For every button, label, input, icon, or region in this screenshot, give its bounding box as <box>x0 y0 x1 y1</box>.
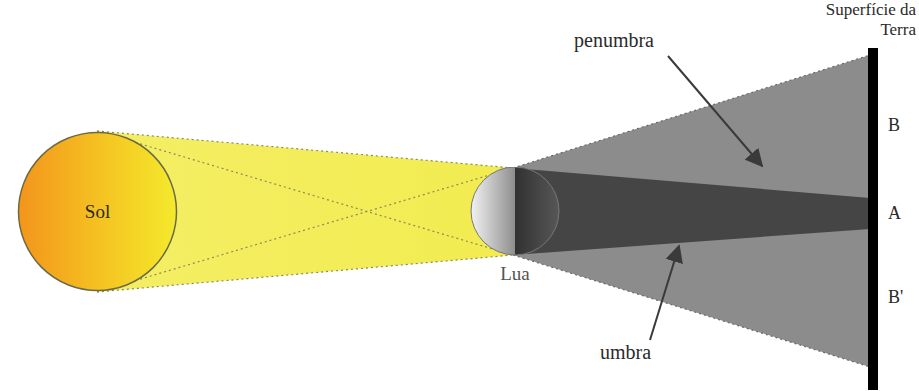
sun-label: Sol <box>85 201 110 223</box>
earth-surface-bar <box>868 48 878 390</box>
penumbra-edges <box>513 55 870 367</box>
penumbra-leader <box>668 56 762 166</box>
point-label: B' <box>888 287 903 309</box>
moon-label: Lua <box>500 263 530 285</box>
umbra-leader <box>650 246 679 340</box>
earth-surface-label: Superfície da Terra <box>812 0 916 41</box>
point-label: A <box>888 203 901 225</box>
penumbra-region <box>513 55 870 367</box>
moon-circle: Lua <box>468 167 562 289</box>
point-label: B <box>888 115 900 137</box>
umbra-label: umbra <box>600 340 651 364</box>
umbra-region <box>513 168 870 255</box>
sun-circle: Sol <box>17 131 178 292</box>
penumbra-label: penumbra <box>574 28 654 52</box>
